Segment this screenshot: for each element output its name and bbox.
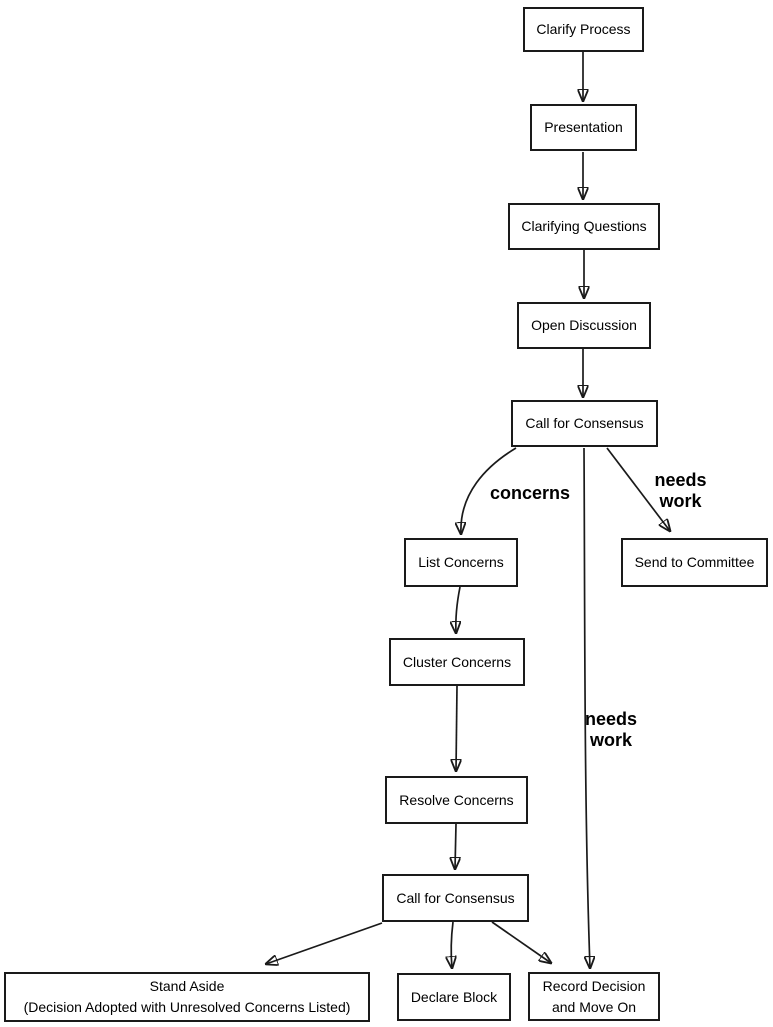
node-call-for-consensus-2: Call for Consensus [382, 874, 529, 922]
node-record-decision-label: Record Decision and Move On [542, 977, 646, 1015]
edge-cluster-to-resolve [456, 685, 457, 771]
node-cluster-concerns: Cluster Concerns [389, 638, 525, 686]
edge-consensus2-to-stand-aside [266, 922, 383, 964]
edge-consensus2-to-declare-block [451, 921, 453, 968]
node-open-discussion: Open Discussion [517, 302, 651, 349]
edge-label-needs-work-committee: needs work [654, 470, 707, 511]
node-call-for-consensus-2-label: Call for Consensus [396, 889, 515, 906]
node-declare-block-label: Declare Block [410, 988, 498, 1005]
node-call-for-consensus-1: Call for Consensus [511, 400, 658, 447]
node-clarifying-questions: Clarifying Questions [508, 203, 660, 250]
node-resolve-concerns-label: Resolve Concerns [399, 791, 514, 808]
node-presentation-label: Presentation [544, 119, 623, 135]
node-clarify-process: Clarify Process [523, 7, 644, 52]
edge-resolve-to-consensus2 [455, 823, 456, 869]
node-presentation: Presentation [530, 104, 637, 151]
edge-label-needs-work-record: needs work [584, 709, 638, 750]
node-record-decision: Record Decision and Move On [528, 972, 660, 1021]
edge-consensus2-to-record [491, 921, 551, 963]
edge-consensus-to-committee [606, 447, 670, 531]
node-clarifying-questions-label: Clarifying Questions [521, 218, 647, 234]
edge-consensus-to-record [583, 447, 590, 968]
node-send-to-committee-label: Send to Committee [634, 554, 755, 570]
node-clarify-process-label: Clarify Process [536, 21, 631, 37]
node-stand-aside-label: Stand Aside (Decision Adopted with Unres… [23, 978, 351, 1015]
node-call-for-consensus-1-label: Call for Consensus [525, 415, 644, 431]
node-resolve-concerns: Resolve Concerns [385, 776, 528, 824]
edge-label-concerns: concerns [489, 483, 571, 503]
node-cluster-concerns-label: Cluster Concerns [402, 653, 512, 670]
node-send-to-committee: Send to Committee [621, 538, 768, 587]
node-declare-block: Declare Block [397, 973, 511, 1021]
node-list-concerns-label: List Concerns [418, 554, 504, 570]
node-open-discussion-label: Open Discussion [531, 317, 637, 333]
edge-list-to-cluster [456, 586, 460, 633]
node-list-concerns: List Concerns [404, 538, 518, 587]
edge-consensus-to-list-concerns [461, 447, 517, 534]
node-stand-aside: Stand Aside (Decision Adopted with Unres… [4, 972, 370, 1022]
